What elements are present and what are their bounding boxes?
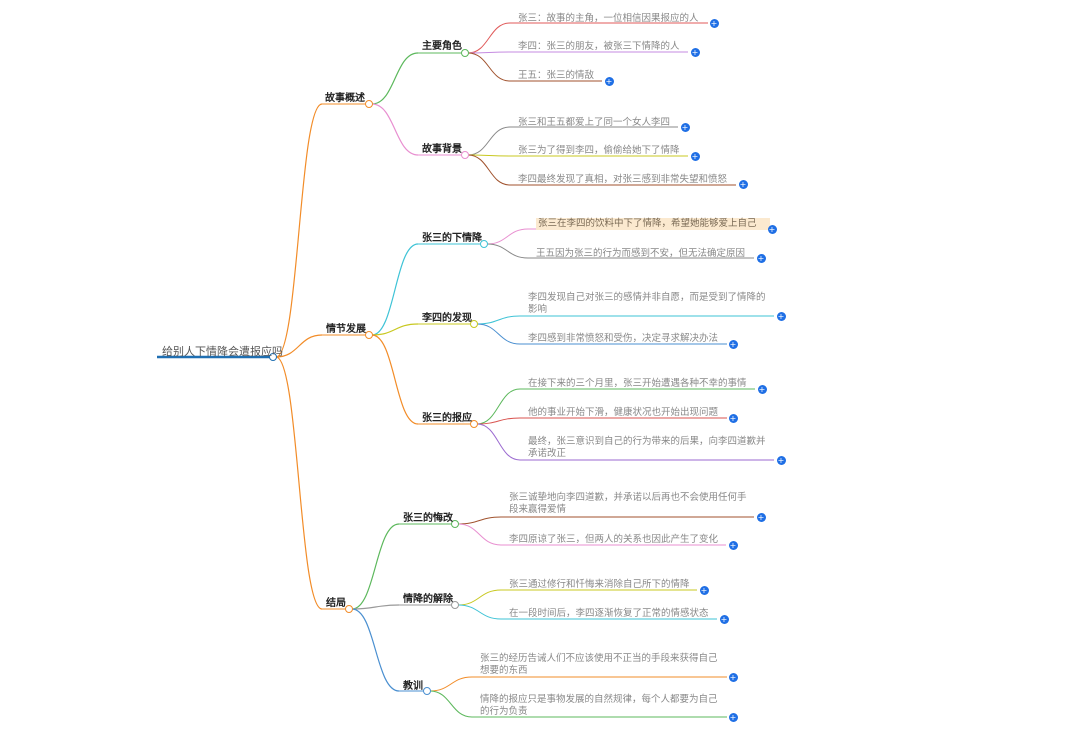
- leaf-edge-1-2-0: [476, 388, 521, 425]
- leaf-1-2-0: 在接下来的三个月里，张三开始遭遇各种不幸的事情: [528, 378, 747, 389]
- leaf-edge-0-1-0: [467, 126, 511, 156]
- leaf-1-2-2: 最终，张三意识到自己的行为带来的后果，向李四道歉并承诺改正: [528, 436, 766, 459]
- subtopic-0-0: 主要角色: [422, 41, 462, 52]
- leaf-0-1-0: 张三和王五都爱上了同一个女人李四: [518, 117, 671, 128]
- expand-button-2-1-1[interactable]: +: [719, 614, 729, 624]
- subtopic-2-1: 情降的解除: [403, 594, 453, 605]
- leaf-edge-2-2-1: [429, 690, 473, 718]
- subtopic-1-1: 李四的发现: [422, 313, 472, 324]
- subtopic-edge-1-2: [371, 334, 419, 425]
- branch-edge-2: [275, 356, 323, 610]
- collapse-toggle-0-1[interactable]: [461, 151, 469, 159]
- leaf-1-0-0: 张三在李四的饮料中下了情降，希望她能够爱上自己: [536, 218, 770, 230]
- expand-button-0-0-2[interactable]: +: [604, 76, 614, 86]
- leaf-edge-1-1-0: [476, 315, 521, 325]
- leaf-edge-0-0-1: [467, 51, 511, 54]
- subtopic-edge-2-1: [351, 604, 400, 610]
- leaf-edge-1-0-0: [486, 228, 529, 245]
- leaf-edge-2-1-0: [457, 589, 502, 606]
- branch-topic-2: 结局: [326, 598, 346, 609]
- expand-button-2-1-0[interactable]: +: [699, 585, 709, 595]
- branch-topic-0: 故事概述: [325, 93, 365, 104]
- collapse-toggle-0[interactable]: [365, 100, 373, 108]
- leaf-edge-1-0-1: [486, 243, 529, 259]
- expand-button-0-0-0[interactable]: +: [709, 18, 719, 28]
- collapse-toggle-1[interactable]: [365, 331, 373, 339]
- subtopic-edge-0-1: [371, 103, 419, 156]
- expand-button-0-1-2[interactable]: +: [738, 179, 748, 189]
- expand-button-2-0-0[interactable]: +: [756, 512, 766, 522]
- collapse-toggle-2-2[interactable]: [423, 687, 431, 695]
- leaf-0-1-1: 张三为了得到李四，偷偷给她下了情降: [518, 145, 680, 156]
- leaf-0-0-0: 张三：故事的主角，一位相信因果报应的人: [518, 13, 699, 24]
- leaf-edge-2-1-1: [457, 604, 502, 620]
- subtopic-edge-2-0: [351, 523, 400, 610]
- leaf-edge-1-1-1: [476, 323, 521, 345]
- leaf-1-1-0: 李四发现自己对张三的感情并非自愿，而是受到了情降的影响: [528, 292, 766, 315]
- leaf-2-0-1: 李四原谅了张三，但两人的关系也因此产生了变化: [509, 534, 719, 545]
- collapse-toggle-1-1[interactable]: [470, 320, 478, 328]
- subtopic-edge-1-1: [371, 323, 419, 336]
- leaf-0-1-2: 李四最终发现了真相，对张三感到非常失望和愤怒: [518, 174, 728, 185]
- expand-button-1-2-0[interactable]: +: [757, 384, 767, 394]
- subtopic-edge-1-0: [371, 243, 419, 336]
- subtopic-edge-2-2: [351, 608, 400, 692]
- leaf-2-2-0: 张三的经历告诫人们不应该使用不正当的手段来获得自己想要的东西: [480, 653, 718, 676]
- expand-button-1-0-1[interactable]: +: [756, 253, 766, 263]
- expand-button-0-1-0[interactable]: +: [680, 122, 690, 132]
- branch-topic-1: 情节发展: [326, 324, 366, 335]
- collapse-toggle-2[interactable]: [345, 605, 353, 613]
- leaf-1-1-1: 李四感到非常愤怒和受伤，决定寻求解决办法: [528, 333, 719, 344]
- collapse-toggle-1-0[interactable]: [480, 240, 488, 248]
- collapse-toggle-1-2[interactable]: [470, 420, 478, 428]
- leaf-edge-0-1-2: [467, 154, 511, 186]
- leaf-edge-0-0-0: [467, 22, 511, 54]
- leaf-2-1-0: 张三通过修行和忏悔来消除自己所下的情降: [509, 579, 690, 590]
- leaf-0-0-1: 李四：张三的朋友，被张三下情降的人: [518, 41, 680, 52]
- expand-button-2-2-1[interactable]: +: [728, 712, 738, 722]
- subtopic-0-1: 故事背景: [422, 144, 462, 155]
- subtopic-1-2: 张三的报应: [422, 413, 472, 424]
- collapse-toggle-0-0[interactable]: [461, 49, 469, 57]
- expand-button-0-0-1[interactable]: +: [690, 47, 700, 57]
- root-collapse-toggle[interactable]: [269, 353, 277, 361]
- expand-button-1-2-1[interactable]: +: [728, 413, 738, 423]
- leaf-edge-2-2-0: [429, 676, 473, 692]
- leaf-2-0-0: 张三诚挚地向李四道歉，并承诺以后再也不会使用任何手段来赢得爱情: [509, 492, 747, 515]
- branch-edge-0: [275, 103, 323, 358]
- expand-button-2-0-1[interactable]: +: [728, 540, 738, 550]
- leaf-1-2-1: 他的事业开始下滑，健康状况也开始出现问题: [528, 407, 719, 418]
- expand-button-1-0-0[interactable]: +: [767, 224, 777, 234]
- subtopic-2-0: 张三的悔改: [403, 513, 453, 524]
- branch-edge-1: [275, 334, 323, 358]
- leaf-edge-1-2-2: [476, 423, 521, 461]
- leaf-edge-2-0-0: [457, 516, 502, 525]
- leaf-2-1-1: 在一段时间后，李四逐渐恢复了正常的情感状态: [509, 608, 709, 619]
- leaf-0-0-2: 王五：张三的情敌: [518, 70, 595, 81]
- subtopic-1-0: 张三的下情降: [422, 233, 482, 244]
- leaf-edge-2-0-1: [457, 523, 502, 546]
- leaf-edge-1-2-1: [476, 417, 521, 425]
- leaf-2-2-1: 情降的报应只是事物发展的自然规律，每个人都要为自己的行为负责: [480, 694, 718, 717]
- subtopic-edge-0-0: [371, 52, 419, 105]
- expand-button-1-1-1[interactable]: +: [728, 339, 738, 349]
- expand-button-2-2-0[interactable]: +: [728, 672, 738, 682]
- expand-button-1-1-0[interactable]: +: [776, 311, 786, 321]
- root-topic: 给别人下情降会遭报应吗: [162, 345, 283, 358]
- expand-button-0-1-1[interactable]: +: [690, 151, 700, 161]
- leaf-edge-0-1-1: [467, 154, 511, 157]
- leaf-edge-0-0-2: [467, 52, 511, 82]
- collapse-toggle-2-0[interactable]: [451, 520, 459, 528]
- expand-button-1-2-2[interactable]: +: [776, 455, 786, 465]
- subtopic-2-2: 教训: [403, 681, 423, 692]
- collapse-toggle-2-1[interactable]: [451, 601, 459, 609]
- leaf-1-0-1: 王五因为张三的行为而感到不安，但无法确定原因: [536, 248, 746, 259]
